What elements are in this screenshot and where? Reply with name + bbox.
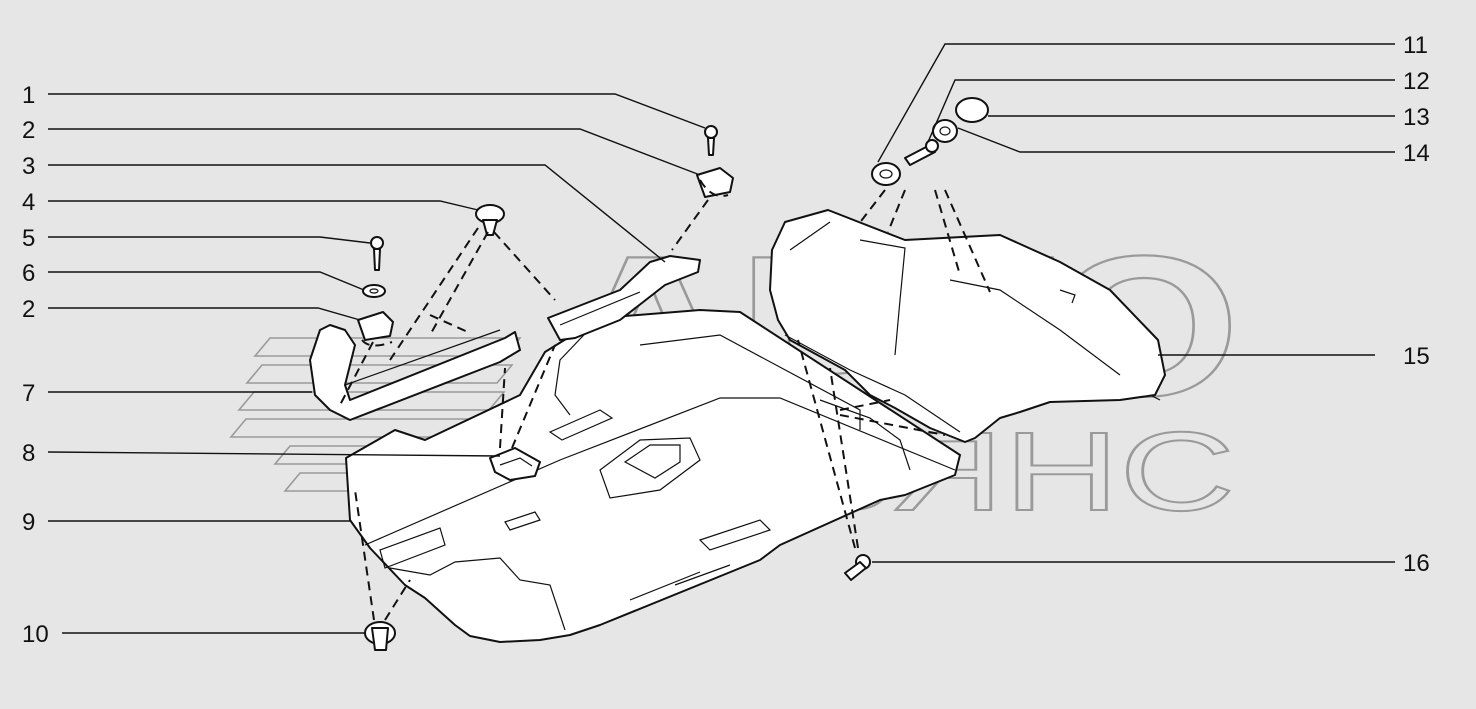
screw-12 (904, 139, 939, 166)
leader-lines (47, 43, 1395, 634)
trunk-covering (769, 209, 1166, 443)
callout-2a: 2 (22, 117, 35, 144)
grommet-14 (932, 119, 958, 143)
washer-6 (362, 284, 386, 298)
callout-6: 6 (22, 260, 35, 287)
callout-5: 5 (22, 225, 35, 252)
floor-covering (345, 309, 961, 643)
plug-2b (357, 311, 394, 341)
pillar-trim (547, 255, 701, 341)
callout-12: 12 (1403, 68, 1430, 95)
callout-16: 16 (1403, 550, 1430, 577)
callout-9: 9 (22, 509, 35, 536)
plug-2a (696, 167, 734, 198)
clip (489, 447, 541, 481)
callout-11: 11 (1403, 32, 1428, 59)
callout-7: 7 (22, 380, 35, 407)
clip-10 (364, 621, 396, 651)
callout-10: 10 (22, 621, 49, 648)
screw-16 (844, 554, 871, 581)
callout-13: 13 (1403, 104, 1430, 131)
callout-numbers: 1 2 3 4 5 6 2 7 8 9 10 11 12 13 14 15 16 (22, 32, 1430, 648)
push-clip-4 (475, 204, 505, 236)
screw-1 (704, 125, 718, 156)
callout-3: 3 (22, 153, 35, 180)
callout-15: 15 (1403, 343, 1430, 370)
cap-13 (955, 97, 989, 123)
callout-1: 1 (22, 82, 35, 109)
assembly-arrows (339, 179, 991, 621)
sill-trim (309, 324, 521, 421)
grommet-11 (871, 162, 901, 186)
callout-2b: 2 (22, 296, 35, 323)
callout-14: 14 (1403, 140, 1430, 167)
callout-4: 4 (22, 189, 35, 216)
screw-5 (370, 236, 384, 271)
callout-8: 8 (22, 440, 35, 467)
